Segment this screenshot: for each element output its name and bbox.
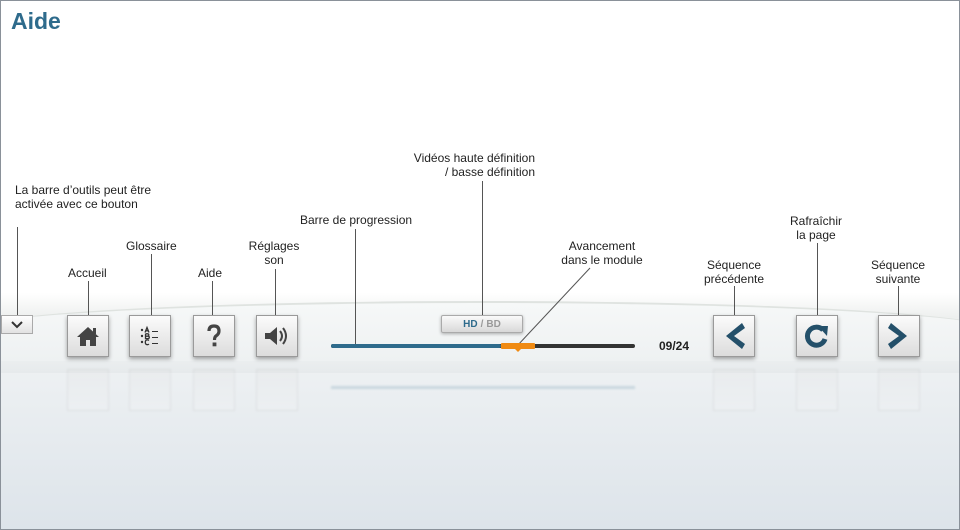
- connector-line: [817, 243, 818, 315]
- page-title: Aide: [11, 8, 61, 34]
- reflection-tile: [713, 369, 755, 411]
- glossary-button[interactable]: [129, 315, 171, 357]
- home-icon: [77, 327, 99, 346]
- connector-line: [275, 269, 276, 315]
- label-line: La barre d’outils peut être: [15, 183, 152, 197]
- label-line: son: [264, 253, 284, 267]
- refresh-button[interactable]: [796, 315, 838, 357]
- reflection-tile: [878, 369, 920, 411]
- reflection-tile: [193, 369, 235, 411]
- help-label: Aide: [198, 266, 223, 280]
- chevron-left-icon: [726, 323, 745, 349]
- previous-sequence-button[interactable]: [713, 315, 755, 357]
- reflection-tile: [796, 369, 838, 411]
- connector-line: [355, 229, 356, 344]
- toolbar-reflection: [1, 369, 959, 429]
- sound-settings-button[interactable]: [256, 315, 298, 357]
- label-line: Rafraîchir: [789, 214, 843, 228]
- label-line: Avancement: [568, 239, 636, 253]
- label-line: Séquence: [870, 258, 926, 272]
- reflection-area: [1, 361, 959, 529]
- glossary-icon: [140, 325, 158, 346]
- quality-toggle[interactable]: HD / BD: [441, 315, 523, 333]
- connector-line: [151, 254, 152, 315]
- page-counter: 09/24: [659, 339, 690, 353]
- chevron-right-icon: [888, 323, 907, 349]
- label-line: suivante: [875, 272, 921, 286]
- bd-option[interactable]: BD: [486, 318, 501, 330]
- connector-line: [88, 281, 89, 315]
- label-line: précédente: [703, 272, 765, 286]
- label-line: / basse définition: [444, 165, 535, 179]
- toolbar-toggle-button[interactable]: [1, 315, 33, 334]
- connector-line: [734, 286, 735, 315]
- home-label: Accueil: [68, 266, 107, 280]
- label-line: Séquence: [706, 258, 762, 272]
- next-sequence-button[interactable]: [878, 315, 920, 357]
- question-icon: [207, 324, 221, 347]
- progress-label: Barre de progression: [300, 213, 413, 227]
- label-line: Réglages: [248, 239, 300, 253]
- speaker-icon: [265, 327, 287, 345]
- label-line: dans le module: [561, 253, 643, 267]
- chevron-down-icon: [11, 320, 23, 328]
- home-button[interactable]: [67, 315, 109, 357]
- label-line: Vidéos haute définition: [413, 151, 535, 165]
- refresh-icon: [804, 324, 828, 348]
- connector-line: [898, 286, 899, 315]
- hd-option[interactable]: HD: [463, 318, 478, 330]
- connector-line: [17, 227, 18, 315]
- label-line: la page: [796, 228, 836, 242]
- module-progress-marker[interactable]: [501, 343, 535, 352]
- glossary-label: Glossaire: [126, 239, 177, 253]
- reflection-tile: [129, 369, 171, 411]
- connector-line: [212, 281, 213, 315]
- connector-line: [482, 181, 483, 315]
- reflection-tile: [67, 369, 109, 411]
- help-button[interactable]: [193, 315, 235, 357]
- label-line: activée avec ce bouton: [15, 197, 138, 211]
- hd-label: Vidéos haute définition/ basse définitio…: [400, 151, 535, 179]
- quality-separator: /: [480, 318, 484, 330]
- reflection-bar: [331, 386, 635, 389]
- progress-bar[interactable]: [331, 343, 635, 352]
- progress-fill: [331, 344, 502, 348]
- reflection-tile: [256, 369, 298, 411]
